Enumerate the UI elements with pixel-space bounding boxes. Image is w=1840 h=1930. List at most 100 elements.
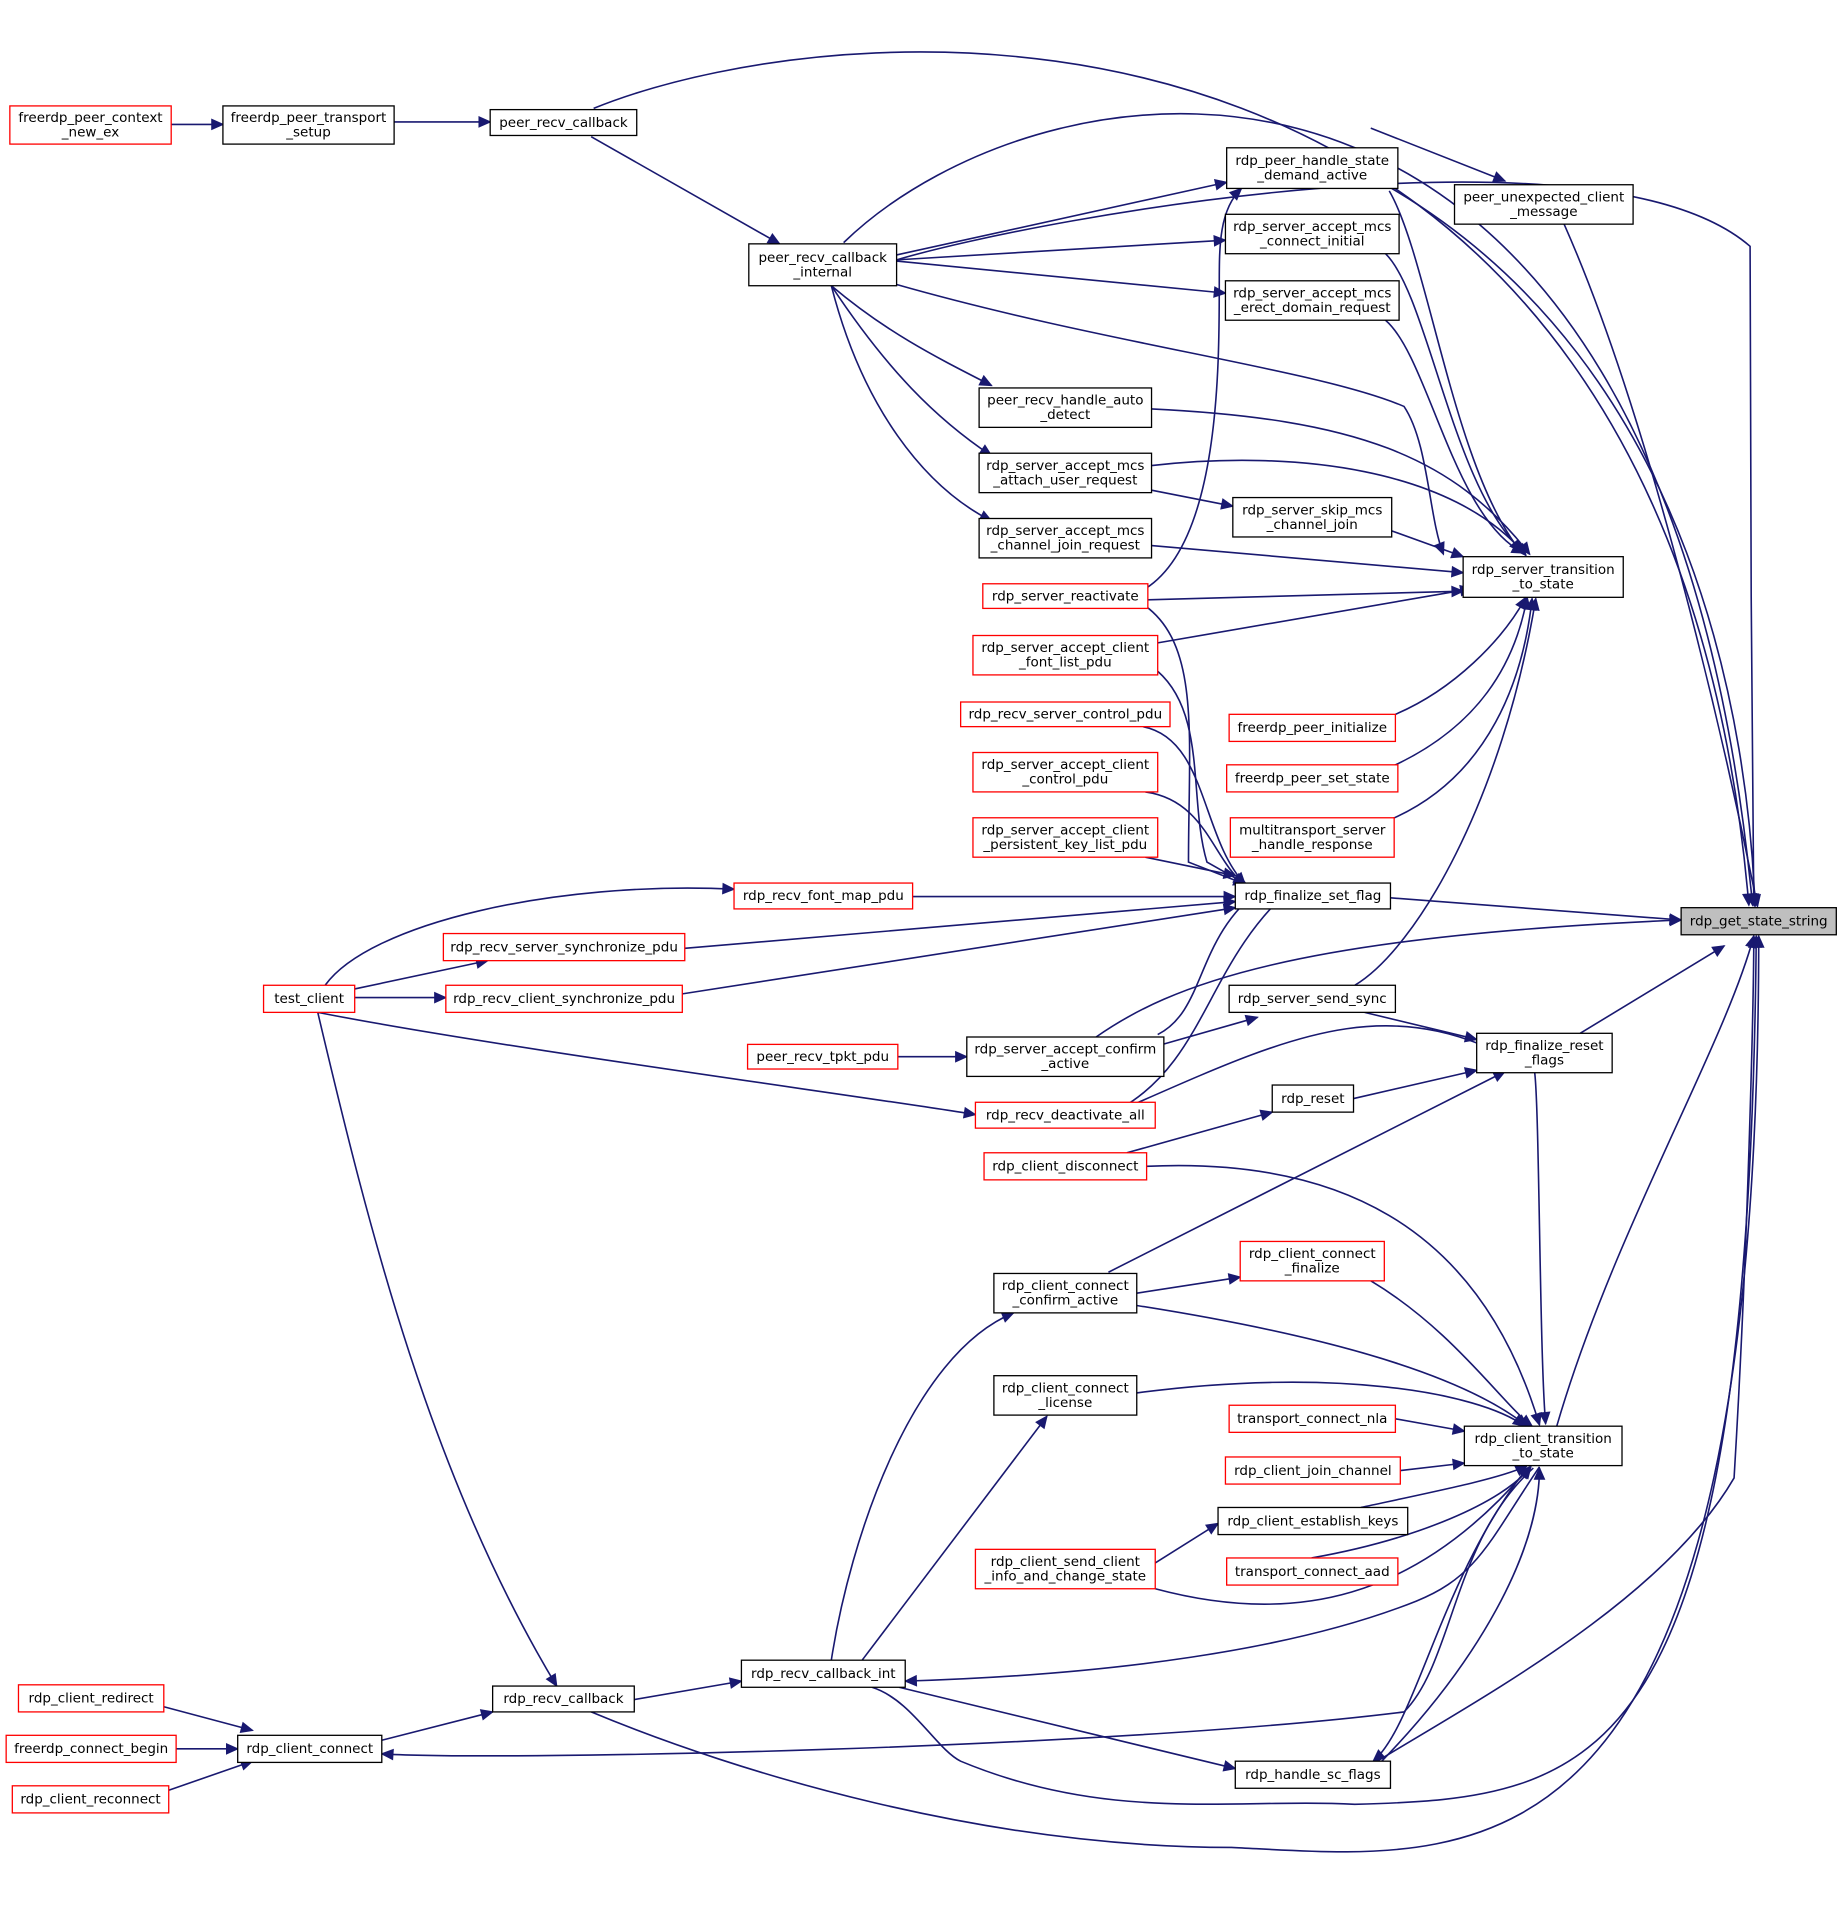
node-rhsf[interactable]: rdp_handle_sc_flags <box>1234 1760 1392 1789</box>
edge-70 <box>381 1467 1534 1757</box>
edge-arrowhead-41 <box>722 882 736 895</box>
edge-arrowhead-67 <box>1035 1415 1048 1430</box>
node-label: freerdp_connect_begin <box>14 1741 168 1757</box>
edge-arrowhead-59 <box>1511 1414 1526 1428</box>
node-rphsda[interactable]: rdp_peer_handle_state_demand_active <box>1226 147 1399 190</box>
edge-7 <box>896 239 1226 261</box>
node-fpss[interactable]: freerdp_peer_set_state <box>1226 764 1399 793</box>
node-rrscp[interactable]: rdp_recv_server_control_pdu <box>959 701 1171 728</box>
node-label: _channel_join <box>1266 517 1358 533</box>
node-rcr[interactable]: rdp_client_redirect <box>17 1684 165 1713</box>
node-box <box>993 1375 1138 1416</box>
node-box <box>982 583 1149 610</box>
node-prtp[interactable]: peer_recv_tpkt_pdu <box>746 1043 899 1070</box>
node-label: rdp_get_state_string <box>1690 913 1828 929</box>
node-rfrf[interactable]: rdp_finalize_reset_flags <box>1476 1032 1613 1074</box>
edge-arrowhead-80 <box>225 1742 240 1755</box>
node-rcc[interactable]: rdp_client_connect <box>237 1734 383 1764</box>
node-rcrc[interactable]: rdp_client_reconnect <box>11 1785 170 1814</box>
node-rfsf[interactable]: rdp_finalize_set_flag <box>1234 882 1392 910</box>
edge-73 <box>1372 936 1755 1765</box>
node-fpts[interactable]: freerdp_peer_transport_setup <box>222 105 395 145</box>
node-box <box>746 1043 899 1070</box>
node-label: _new_ex <box>61 125 119 141</box>
edge-18 <box>896 283 1445 555</box>
node-rr[interactable]: rdp_reset <box>1271 1084 1355 1113</box>
edge-arrowhead-56 <box>1227 1273 1242 1285</box>
node-rsamedr[interactable]: rdp_server_accept_mcs_erect_domain_reque… <box>1224 280 1400 321</box>
node-box <box>966 1036 1165 1078</box>
node-rrfmp[interactable]: rdp_recv_font_map_pdu <box>733 882 914 910</box>
node-box <box>1226 764 1399 793</box>
node-prc[interactable]: peer_recv_callback <box>489 108 638 137</box>
node-rrci[interactable]: rdp_recv_callback_int <box>740 1659 906 1688</box>
node-prci[interactable]: peer_recv_callback_internal <box>748 243 898 287</box>
edge-51 <box>1353 1069 1477 1100</box>
node-rsacpklp[interactable]: rdp_server_accept_client_persistent_key_… <box>972 817 1159 858</box>
node-rssmcj[interactable]: rdp_server_skip_mcs_channel_join <box>1232 496 1393 538</box>
node-label: rdp_handle_sc_flags <box>1245 1767 1381 1783</box>
edge-27 <box>1392 597 1528 767</box>
edge-76 <box>634 1680 742 1701</box>
node-box <box>978 387 1153 429</box>
node-box <box>1224 280 1400 321</box>
node-rccca[interactable]: rdp_client_connect_confirm_active <box>993 1272 1138 1314</box>
node-fpi[interactable]: freerdp_peer_initialize <box>1228 713 1397 743</box>
node-label: rdp_client_transition <box>1475 1431 1612 1447</box>
node-rccf[interactable]: rdp_client_connect_finalize <box>1239 1240 1385 1282</box>
node-mshr[interactable]: multitransport_server_handle_response <box>1229 817 1395 858</box>
node-tca[interactable]: transport_connect_aad <box>1226 1557 1399 1586</box>
node-rsamaur[interactable]: rdp_server_accept_mcs_attach_user_reques… <box>978 452 1153 494</box>
edge-22 <box>1391 530 1464 558</box>
node-rsr[interactable]: rdp_server_reactivate <box>982 583 1149 610</box>
node-rsacflp[interactable]: rdp_server_accept_client_font_list_pdu <box>972 634 1159 676</box>
node-label: rdp_client_disconnect <box>992 1159 1138 1175</box>
node-label: rdp_finalize_reset <box>1485 1038 1603 1054</box>
node-label: _font_list_pdu <box>1018 655 1112 671</box>
node-label: _finalize <box>1284 1261 1340 1277</box>
node-label: rdp_peer_handle_state <box>1235 153 1389 169</box>
node-rrssp[interactable]: rdp_recv_server_synchronize_pdu <box>442 932 686 962</box>
edge-arrowhead-72 <box>1533 1466 1546 1480</box>
node-rrda[interactable]: rdp_recv_deactivate_all <box>974 1101 1156 1129</box>
node-fcb[interactable]: freerdp_connect_begin <box>5 1734 177 1764</box>
edge-16 <box>1384 253 1526 554</box>
node-label: test_client <box>274 991 344 1007</box>
edge-41 <box>324 887 735 986</box>
edge-47 <box>1162 1016 1258 1046</box>
edge-arrowhead-61 <box>1452 1458 1466 1471</box>
node-rrc[interactable]: rdp_recv_callback <box>491 1685 635 1713</box>
node-tcn[interactable]: transport_connect_nla <box>1228 1404 1397 1433</box>
edge-37 <box>684 900 1236 950</box>
node-rcttts[interactable]: rdp_client_transition_to_state <box>1463 1425 1623 1467</box>
edge-32 <box>1142 725 1246 885</box>
node-label: rdp_server_accept_mcs <box>986 523 1144 539</box>
node-fpcne[interactable]: freerdp_peer_context_new_ex <box>9 105 172 145</box>
node-rcjc[interactable]: rdp_client_join_channel <box>1224 1456 1401 1485</box>
node-rsaca[interactable]: rdp_server_accept_confirm_active <box>966 1036 1165 1078</box>
edge-0 <box>593 51 1750 906</box>
node-prhad[interactable]: peer_recv_handle_auto_detect <box>978 387 1153 429</box>
node-box <box>974 1101 1156 1129</box>
node-rcek[interactable]: rdp_client_establish_keys <box>1217 1506 1409 1536</box>
node-rcscics[interactable]: rdp_client_send_client_info_and_change_s… <box>974 1548 1156 1590</box>
edge-5 <box>590 136 780 245</box>
node-rccl[interactable]: rdp_client_connect_license <box>993 1375 1138 1416</box>
edge-68 <box>1555 935 1755 1427</box>
node-rsss[interactable]: rdp_server_send_sync <box>1228 984 1397 1014</box>
edge-10 <box>830 285 992 457</box>
node-label: _attach_user_request <box>992 472 1137 488</box>
node-rsttts[interactable]: rdp_server_transition_to_state <box>1462 556 1624 598</box>
node-rsamci[interactable]: rdp_server_accept_mcs_connect_initial <box>1224 213 1400 255</box>
node-label: _to_state <box>1512 577 1574 593</box>
node-puecm[interactable]: peer_unexpected_client_message <box>1453 184 1634 225</box>
node-rsamcjr[interactable]: rdp_server_accept_mcs_channel_join_reque… <box>978 517 1153 559</box>
edge-66 <box>830 1312 1014 1661</box>
node-tc[interactable]: test_client <box>262 984 356 1014</box>
node-box <box>1680 907 1837 936</box>
node-rcd[interactable]: rdp_client_disconnect <box>983 1152 1148 1181</box>
node-rrcsp[interactable]: rdp_recv_client_synchronize_pdu <box>445 984 683 1014</box>
node-rgss[interactable]: rdp_get_state_string <box>1680 907 1837 936</box>
node-rsaccp[interactable]: rdp_server_accept_client_control_pdu <box>972 751 1159 793</box>
edge-arrowhead-74 <box>1222 1760 1237 1772</box>
